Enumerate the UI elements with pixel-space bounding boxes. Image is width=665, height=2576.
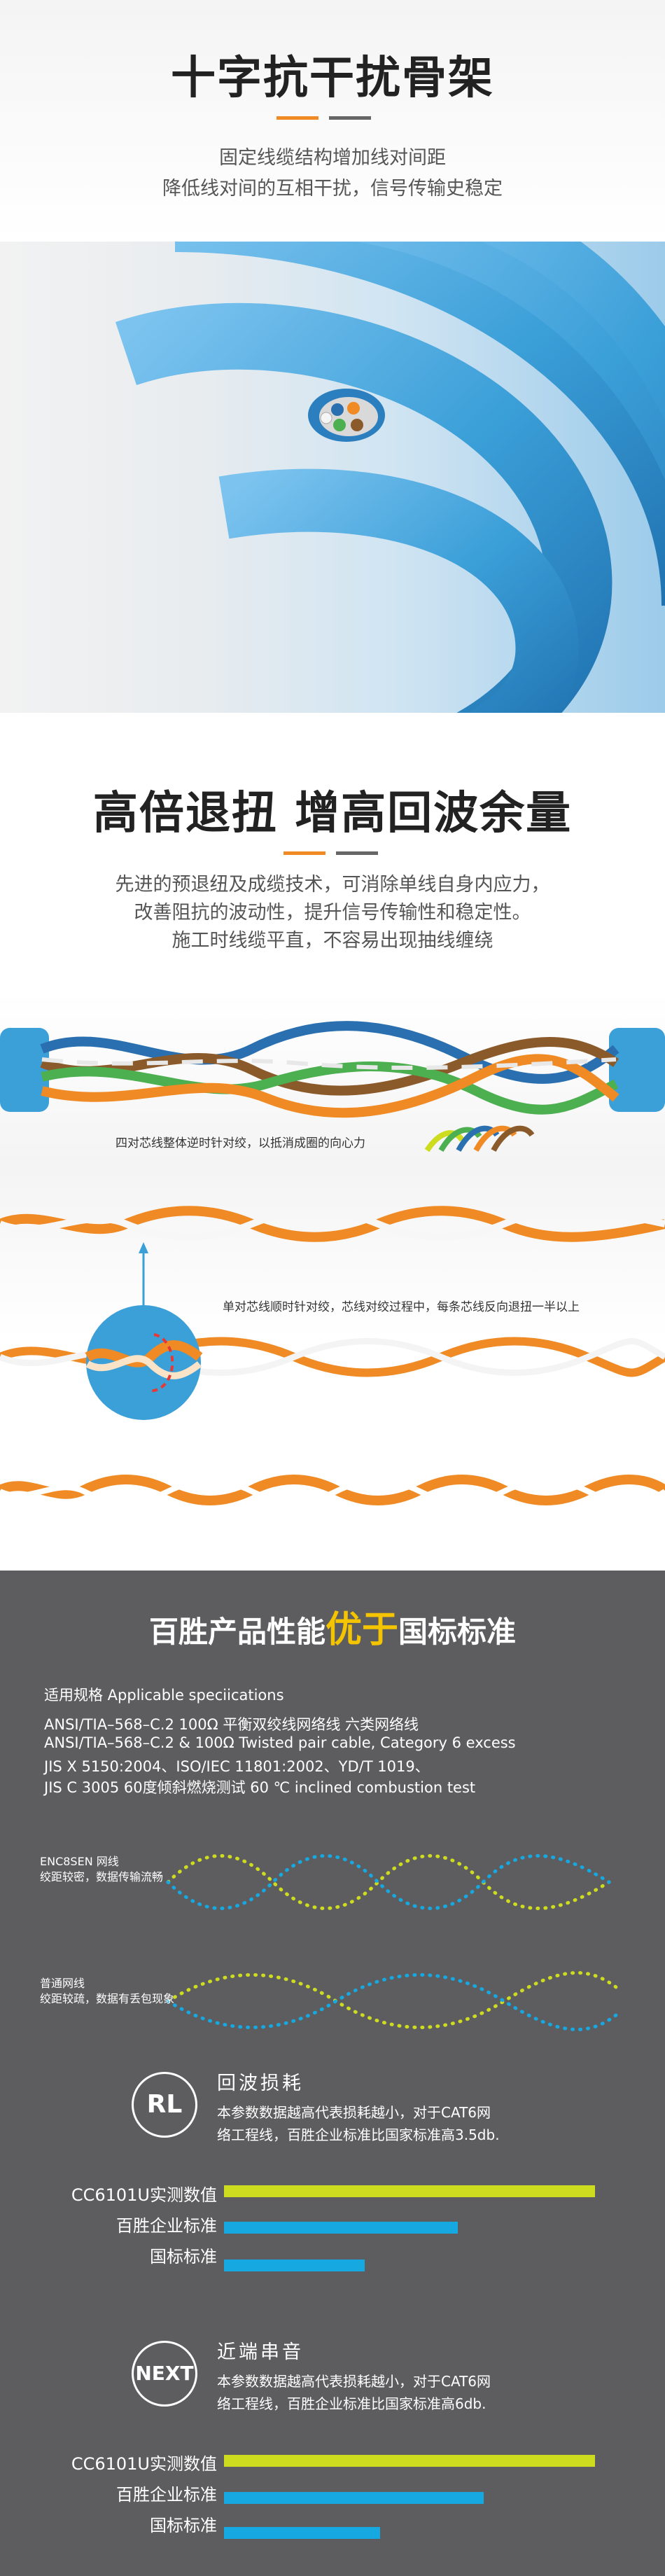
next-bar-label-0: CC6101U实测数值 [71,2454,217,2474]
wave1-label-line2: 绞距较密，数据传输流畅 [40,1870,164,1884]
single-pair-bottom-icon [0,1475,665,1505]
rl-heading: 回波损耗 [217,2073,304,2094]
twist-diagram [0,1021,665,1505]
wave-comparison-diagram [166,1854,618,2031]
performance-section: 百胜产品性能优于国标标准 适用规格 Applicable speciicatio… [0,1571,665,2576]
performance-title: 百胜产品性能优于国标标准 [0,1600,665,1652]
section2-desc-line1: 先进的预退纽及成缆技术，可消除单线自身内应力， [115,874,550,896]
spec-label: 适用规格 Applicable speciications [44,1687,284,1704]
next-badge-text: NEXT [135,2362,194,2385]
rl-bar-label-1: 百胜企业标准 [116,2216,217,2236]
title-divider-orange [276,116,318,120]
wave2-label-line2: 绞距较疏，数据有丢包现象 [40,1992,175,2005]
title-divider-gray-2 [336,851,378,855]
section2-desc-line2: 改善阻抗的波动性，提升信号传输性和稳定性。 [134,902,531,924]
performance-title-highlight: 优于 [325,1609,398,1651]
rl-bar-0 [224,2185,595,2197]
section1-desc-line1: 固定线缆结构增加线对间距 [219,147,446,169]
spec-line-1: ANSI/TIA–568–C.2 100Ω 平衡双绞线网络线 六类网络线 [44,1716,419,1733]
performance-title-post: 国标标准 [398,1615,517,1649]
next-bar-label-2: 国标标准 [150,2516,217,2535]
single-pair-top-icon [0,1206,665,1242]
next-desc-line1: 本参数数据越高代表损耗越小，对于CAT6网 [217,2373,491,2390]
rl-bar-2 [224,2260,365,2271]
dense-twist-wave-icon [166,1854,611,1910]
spec-line-2: ANSI/TIA–568–C.2 & 100Ω Twisted pair cab… [44,1734,516,1751]
wave2-label-line1: 普通网线 [40,1977,85,1990]
cable-coil-image [0,242,665,713]
next-bar-0 [224,2455,595,2467]
next-bar-1 [224,2492,484,2504]
rl-badge-text: RL [146,2090,183,2119]
wave1-label-line1: ENC8SEN 网线 [40,1855,119,1868]
cable-end-icon [308,389,385,442]
twist-caption-1: 四对芯线整体逆时针对绞，以抵消成圈的向心力 [115,1136,365,1150]
magnifier-detail-icon [85,1242,203,1420]
section2-desc-line3: 施工时线缆平直，不容易出现抽线缠绕 [172,930,493,952]
twist-caption-2: 单对芯线顺时针对绞，芯线对绞过程中，每条芯线反向退扭一半以上 [223,1300,580,1314]
sparse-twist-wave-icon [166,1971,618,2031]
rl-bar-1 [224,2222,458,2234]
next-bar-label-1: 百胜企业标准 [116,2485,217,2505]
section1-desc-line2: 降低线对间的互相干扰，信号传输史稳定 [162,178,503,200]
section2-title: 高倍退扭 增高回波余量 [92,788,573,840]
cable-coil-illustration [115,242,665,713]
next-heading: 近端串音 [217,2341,304,2363]
next-bar-2 [224,2527,380,2539]
rl-desc-line2: 络工程线，百胜企业标准比国家标准高3.5db. [217,2126,500,2143]
rotation-arrows-icon [424,1125,535,1153]
twist-illustration: 四对芯线整体逆时针对绞，以抵消成圈的向心力 单对芯线顺时针对绞，芯线对绞过程中，… [0,993,665,1571]
section1-title: 十字抗干扰骨架 [171,53,494,104]
title-divider-orange-2 [284,851,326,855]
title-divider-gray [329,116,371,120]
performance-title-pre: 百胜产品性能 [148,1615,326,1649]
rl-badge: RL [132,2072,197,2138]
next-badge: NEXT [132,2341,197,2407]
rl-bar-label-0: CC6101U实测数值 [71,2185,217,2205]
spec-line-3: JIS X 5150:2004、ISO/IEC 11801:2002、YD/T … [44,1758,430,1775]
next-desc-line2: 络工程线，百胜企业标准比国家标准高6db. [217,2395,486,2412]
spec-line-4: JIS C 3005 60度倾斜燃烧测试 60 ℃ inclined combu… [44,1779,476,1796]
rl-bar-label-2: 国标标准 [150,2247,217,2267]
section-untwist: 高倍退扭 增高回波余量 先进的预退纽及成缆技术，可消除单线自身内应力， 改善阻抗… [0,713,665,993]
rl-desc-line1: 本参数数据越高代表损耗越小，对于CAT6网 [217,2104,491,2121]
section-crossfiller: 十字抗干扰骨架 固定线缆结构增加线对间距 降低线对间的互相干扰，信号传输史稳定 [0,0,665,242]
four-pair-cable-icon [0,1021,665,1118]
